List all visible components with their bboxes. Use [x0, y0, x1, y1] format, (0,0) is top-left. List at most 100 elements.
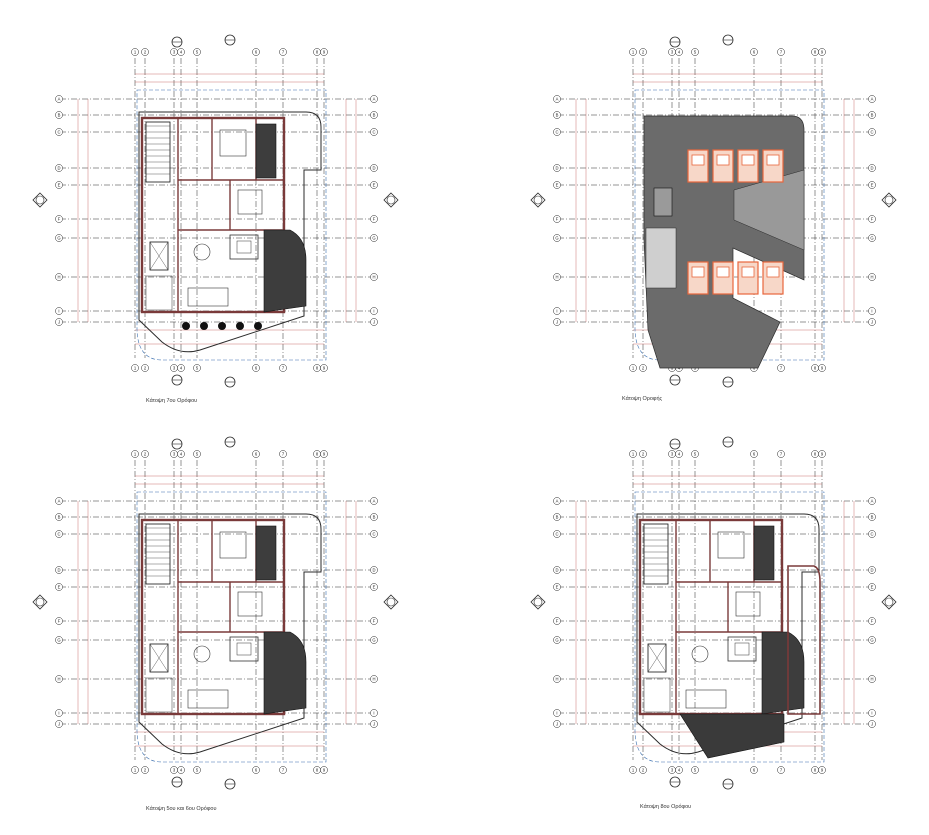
grid-bubble-row-label: A — [373, 97, 376, 102]
grid-bubble-row-label: E — [556, 183, 559, 188]
grid-bubble-row-label: B — [871, 113, 874, 118]
grid-bubble-row-A-left — [553, 95, 561, 103]
section-marker-circle — [35, 195, 45, 205]
plot-boundary — [136, 89, 327, 361]
grid-bubble-col-label: 1 — [134, 50, 137, 55]
grid-bubble-col-6-bottom — [252, 364, 260, 372]
grid-bubble-col-7-top — [777, 48, 785, 56]
grid-bubble-col-label: 6 — [255, 452, 258, 457]
grid-bubble-row-E-right — [868, 583, 876, 591]
grid-bubble-col-6-top — [252, 450, 260, 458]
sofa — [727, 636, 757, 662]
grid-bubble-col-label: 9 — [821, 366, 824, 371]
grid-bubble-row-label: G — [57, 638, 60, 643]
grid-bubble-col-2-top — [141, 450, 149, 458]
grid-bubble-col-label: 8 — [814, 768, 817, 773]
balcony-hatched — [263, 229, 307, 313]
grid-bubble-row-G-right — [868, 234, 876, 242]
solar-panel-tank — [716, 154, 730, 166]
grid-bubble-row-label: F — [58, 619, 61, 624]
grid-bubble-col-label: 3 — [671, 452, 674, 457]
grid-bubble-row-label: E — [871, 183, 874, 188]
grid-bubble-col-label: 7 — [282, 50, 285, 55]
planter — [182, 322, 190, 330]
grid-bubble-row-D-left — [55, 566, 63, 574]
grid-bubble-col-label: 9 — [323, 768, 326, 773]
grid-bubble-col-label: 9 — [323, 452, 326, 457]
grid-bubble-col-label: 1 — [134, 366, 137, 371]
grid-bubble-row-J-left — [553, 318, 561, 326]
grid-bubble-row-label: F — [871, 619, 874, 624]
grid-bubble-row-H-right — [370, 273, 378, 281]
grid-bubble-row-C-right — [370, 128, 378, 136]
grid-bubble-col-2-top — [639, 450, 647, 458]
elevator-cross — [149, 643, 169, 673]
grid-bubble-row-label: E — [556, 585, 559, 590]
grid-bubble-col-4-bottom — [177, 766, 185, 774]
grid-bubble-row-A-left — [553, 497, 561, 505]
planter — [218, 322, 226, 330]
grid-bubble-row-E-right — [370, 181, 378, 189]
grid-bubble-row-label: C — [870, 130, 873, 135]
grid-bubble-row-D-left — [55, 164, 63, 172]
service-shaft — [145, 275, 173, 311]
grid-bubble-row-B-left — [55, 111, 63, 119]
grid-bubble-row-label: G — [555, 236, 558, 241]
grid-bubble-col-5-top — [193, 48, 201, 56]
grid-bubble-col-9-top — [818, 48, 826, 56]
grid-bubble-col-2-bottom — [639, 364, 647, 372]
grid-bubble-col-label: 6 — [255, 768, 258, 773]
grid-bubble-row-B-left — [55, 513, 63, 521]
slab-outline — [138, 111, 322, 353]
grid-bubble-col-label: 4 — [180, 366, 183, 371]
grid-bubble-row-I-left — [55, 709, 63, 717]
grid-bubble-row-label: G — [870, 638, 873, 643]
bed — [219, 129, 247, 157]
grid-bubble-row-label: C — [372, 130, 375, 135]
grid-bubble-row-J-left — [55, 720, 63, 728]
grid-bubble-row-label: A — [373, 499, 376, 504]
grid-bubble-col-label: 3 — [671, 50, 674, 55]
dining-table — [193, 645, 211, 663]
grid-bubble-col-7-top — [777, 450, 785, 458]
grid-bubble-col-label: 2 — [144, 452, 147, 457]
grid-bubble-col-1-bottom — [629, 364, 637, 372]
grid-bubble-row-label: I — [373, 309, 374, 314]
grid-bubble-row-label: I — [556, 309, 557, 314]
grid-bubble-col-2-bottom — [141, 766, 149, 774]
coffee-table — [236, 240, 252, 254]
caption-7th-floor: Κάτοψη 7ου Ορόφου — [146, 397, 197, 404]
grid-bubble-row-H-left — [55, 675, 63, 683]
grid-bubble-row-label: I — [871, 711, 872, 716]
grid-bubble-col-label: 8 — [814, 50, 817, 55]
slab-outline — [636, 513, 820, 755]
grid-bubble-row-E-left — [553, 181, 561, 189]
external-walls — [140, 518, 286, 716]
grid-bubble-col-label: 5 — [694, 768, 697, 773]
grid-bubble-row-D-right — [370, 566, 378, 574]
grid-bubble-row-label: H — [555, 275, 558, 280]
grid-bubble-col-7-bottom — [279, 364, 287, 372]
grid-bubble-row-G-right — [370, 234, 378, 242]
grid-bubble-row-F-left — [55, 215, 63, 223]
stair-core — [145, 523, 171, 585]
solar-panel-tank — [691, 154, 705, 166]
grid-bubble-row-label: A — [556, 499, 559, 504]
grid-bubble-col-label: 4 — [180, 50, 183, 55]
grid-bubble-col-label: 2 — [642, 452, 645, 457]
bed — [237, 189, 263, 215]
grid-bubble-row-label: H — [555, 677, 558, 682]
grid-bubble-row-label: C — [372, 532, 375, 537]
grid-bubble-row-label: J — [556, 722, 558, 727]
grid-bubble-col-label: 9 — [821, 50, 824, 55]
solar-panel-tank — [766, 154, 780, 166]
grid-bubble-col-label: 4 — [678, 50, 681, 55]
balcony-hatched — [753, 525, 775, 581]
grid-bubble-col-1-top — [131, 450, 139, 458]
section-marker-circle — [884, 195, 894, 205]
grid-bubble-col-7-bottom — [777, 766, 785, 774]
grid-bubble-col-9-top — [320, 450, 328, 458]
grid-bubble-row-label: I — [58, 711, 59, 716]
grid-bubble-row-I-right — [370, 307, 378, 315]
